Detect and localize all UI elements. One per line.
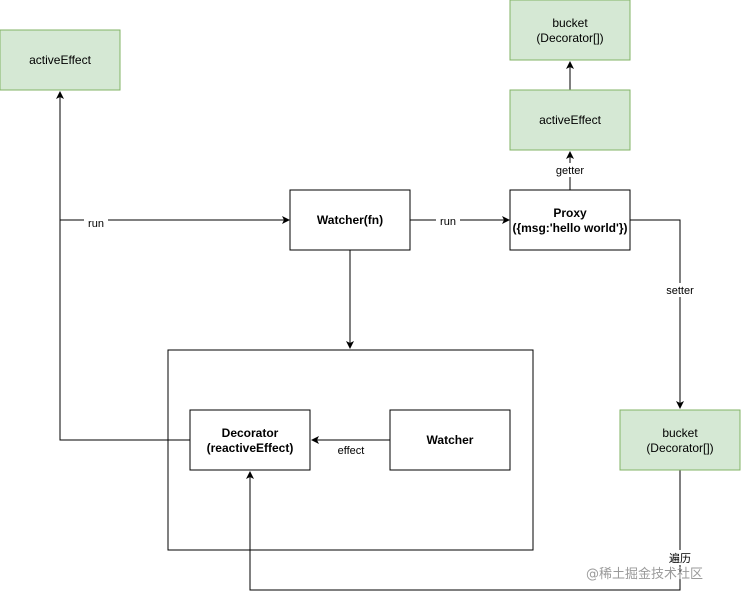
edge-label-run-left: run bbox=[88, 218, 104, 230]
node-bucket-right-line1: bucket bbox=[662, 426, 698, 440]
edge-label-run-right: run bbox=[440, 216, 456, 228]
watermark-text: @稀土掘金技术社区 bbox=[586, 566, 703, 582]
node-watcher-fn-label: Watcher(fn) bbox=[317, 213, 383, 227]
node-watcher: Watcher bbox=[389, 409, 511, 471]
node-decorator-line2: (reactiveEffect) bbox=[207, 441, 294, 455]
edge-label-setter: setter bbox=[666, 285, 694, 297]
node-bucket-right-line2: (Decorator[]) bbox=[646, 441, 713, 455]
node-bucket-right: bucket (Decorator[]) bbox=[619, 409, 741, 471]
node-active-effect-right-label: activeEffect bbox=[539, 113, 601, 127]
node-proxy-line1: Proxy bbox=[553, 206, 587, 220]
node-bucket-top: bucket (Decorator[]) bbox=[509, 0, 631, 61]
node-proxy: Proxy ({msg:'hello world'}) bbox=[509, 189, 631, 251]
node-proxy-line2: ({msg:'hello world'}) bbox=[512, 221, 627, 235]
node-active-effect-left-label: activeEffect bbox=[29, 53, 91, 67]
node-active-effect-left: activeEffect bbox=[0, 29, 121, 91]
edge-proxy-setter bbox=[630, 219, 684, 409]
node-decorator: Decorator (reactiveEffect) bbox=[189, 409, 311, 471]
node-decorator-line1: Decorator bbox=[222, 426, 279, 440]
node-bucket-top-line2: (Decorator[]) bbox=[536, 31, 603, 45]
edge-label-traverse: 遍历 bbox=[669, 552, 691, 565]
edge-decorator-to-active-effect bbox=[56, 91, 190, 441]
node-bucket-top-line1: bucket bbox=[552, 16, 588, 30]
edge-label-effect: effect bbox=[338, 445, 365, 457]
node-watcher-fn: Watcher(fn) bbox=[289, 189, 411, 251]
edge-label-getter: getter bbox=[556, 165, 584, 177]
node-active-effect-right: activeEffect bbox=[509, 89, 631, 151]
edge-bucket-traverse bbox=[246, 470, 681, 591]
node-watcher-label: Watcher bbox=[427, 433, 474, 447]
